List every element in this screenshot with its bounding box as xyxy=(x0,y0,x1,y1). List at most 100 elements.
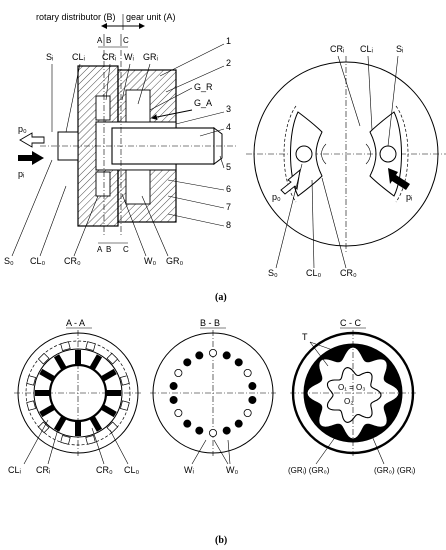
channel-slot xyxy=(106,421,119,434)
channel-slot xyxy=(120,375,130,386)
label-cri: CRᵢ xyxy=(102,52,116,62)
distribution-hole-open xyxy=(243,408,252,417)
callout-5: 5 xyxy=(226,162,231,172)
channel-slot xyxy=(106,352,119,365)
channel-slot xyxy=(85,341,96,351)
label-aa-clo: CL₀ xyxy=(124,465,140,475)
label-gro: GR₀ xyxy=(166,256,184,266)
title-b-b: B - B xyxy=(200,318,220,328)
mark-b-bottom: B xyxy=(106,245,111,254)
spline-tooth xyxy=(89,415,103,432)
label-cc-gro-gri: (GR₀) (GRᵢ) xyxy=(374,466,416,475)
label-aa-cli: CLᵢ xyxy=(8,465,21,475)
distribution-hole-open xyxy=(174,408,183,417)
callout-3: 3 xyxy=(226,104,231,114)
spline-tooth xyxy=(100,404,117,418)
inflow-arrow-right-icon xyxy=(388,168,410,190)
spline-tooth xyxy=(75,350,81,365)
label-bb-wo: W₀ xyxy=(226,465,238,475)
label-clo-right: CL₀ xyxy=(306,268,322,278)
spline-tooth xyxy=(39,368,56,382)
caption-b: (b) xyxy=(215,535,227,546)
distribution-hole-filled xyxy=(222,426,231,435)
mark-a-bottom: A xyxy=(97,245,103,254)
label-gri: GRᵢ xyxy=(143,52,158,62)
label-bb-wi: Wᵢ xyxy=(184,465,194,475)
distribution-hole-filled xyxy=(169,395,178,404)
label-cli: CLᵢ xyxy=(72,52,85,62)
inflow-arrow-icon xyxy=(18,151,44,165)
callout-6: 6 xyxy=(226,184,231,194)
spline-tooth xyxy=(39,404,56,418)
label-si: Sᵢ xyxy=(46,52,53,62)
label-pi-right: pᵢ xyxy=(406,192,412,202)
label-so: S₀ xyxy=(4,256,14,266)
label-cri-right: CRᵢ xyxy=(330,44,344,54)
distribution-hole-filled xyxy=(234,358,243,367)
mark-b-top: B xyxy=(106,36,111,45)
distribution-hole-filled xyxy=(248,395,257,404)
label-cli-right: CLᵢ xyxy=(360,44,373,54)
distribution-hole-filled xyxy=(183,358,192,367)
part-number-callouts: 1 2 3 4 5 6 7 8 xyxy=(159,36,231,230)
spline-tooth xyxy=(53,415,67,432)
channel-slot xyxy=(60,435,71,445)
label-aa-cri: CRᵢ xyxy=(36,465,50,475)
label-wi: Wᵢ xyxy=(124,52,134,62)
label-aa-cro: CR₀ xyxy=(96,465,113,475)
channel-slot xyxy=(85,435,96,445)
outflow-arrow-right-icon xyxy=(280,168,301,195)
panel-a-section-view: rotary distributor (B) gear unit (A) A B… xyxy=(4,12,236,266)
label-ga: G_A xyxy=(194,98,212,108)
distribution-hole-open xyxy=(243,368,252,377)
caption-a: (a) xyxy=(215,292,227,303)
label-pi-left: pᵢ xyxy=(18,169,24,179)
label-si-right: Sᵢ xyxy=(396,44,403,54)
mark-c-bottom: C xyxy=(123,245,129,254)
distribution-hole-filled xyxy=(195,426,204,435)
label-cc-t: T xyxy=(302,332,308,342)
section-marks-bottom: A B C xyxy=(97,242,129,254)
distribution-hole-open xyxy=(208,348,217,357)
label-cro-right: CR₀ xyxy=(340,268,357,278)
spline-tooth xyxy=(100,368,117,382)
distribution-hole-open xyxy=(208,428,217,437)
gear-unit-label: gear unit (A) xyxy=(126,12,176,22)
callout-7: 7 xyxy=(226,202,231,212)
label-wo: W₀ xyxy=(144,256,156,266)
title-c-c: C - C xyxy=(340,318,361,328)
distribution-hole-filled xyxy=(234,419,243,428)
section-marks-top: A B C xyxy=(97,34,129,48)
label-gr: G_R xyxy=(194,82,213,92)
distribution-hole-filled xyxy=(169,382,178,391)
spline-tooth xyxy=(53,354,67,371)
channel-slot xyxy=(120,400,130,411)
section-a-a: A - A CLᵢ CRᵢ CR₀ CL₀ xyxy=(8,318,142,475)
distribution-hole-filled xyxy=(248,382,257,391)
callout-1: 1 xyxy=(226,36,231,46)
distribution-hole-filled xyxy=(222,351,231,360)
channel-slot xyxy=(60,341,71,351)
title-a-a: A - A xyxy=(66,318,85,328)
label-cc-o2: O₂ xyxy=(344,397,353,406)
callout-2: 2 xyxy=(226,58,231,68)
section-c-c: C - C T O₁ = O₃ O₂ (GRᵢ) (GR₀) (GR₀) (GR… xyxy=(288,318,416,475)
outflow-arrow-icon xyxy=(19,132,45,148)
channel-slot xyxy=(37,352,50,365)
label-so-right: S₀ xyxy=(268,268,278,278)
distribution-hole-filled xyxy=(195,351,204,360)
distribution-hole-open xyxy=(174,368,183,377)
channel-slot xyxy=(26,375,36,386)
distribution-hole-filled xyxy=(183,419,192,428)
label-cro: CR₀ xyxy=(64,256,81,266)
label-cc-gri-gro: (GRᵢ) (GR₀) xyxy=(288,466,330,475)
callout-8: 8 xyxy=(226,220,231,230)
label-cc-o1o3: O₁ = O₃ xyxy=(338,383,366,392)
spline-tooth xyxy=(35,390,50,396)
mark-c-top: C xyxy=(123,36,129,45)
label-po-right: p₀ xyxy=(272,192,281,202)
channel-slot xyxy=(26,400,36,411)
callout-4: 4 xyxy=(226,122,231,132)
section-b-b: B - B Wᵢ W₀ xyxy=(150,318,276,475)
